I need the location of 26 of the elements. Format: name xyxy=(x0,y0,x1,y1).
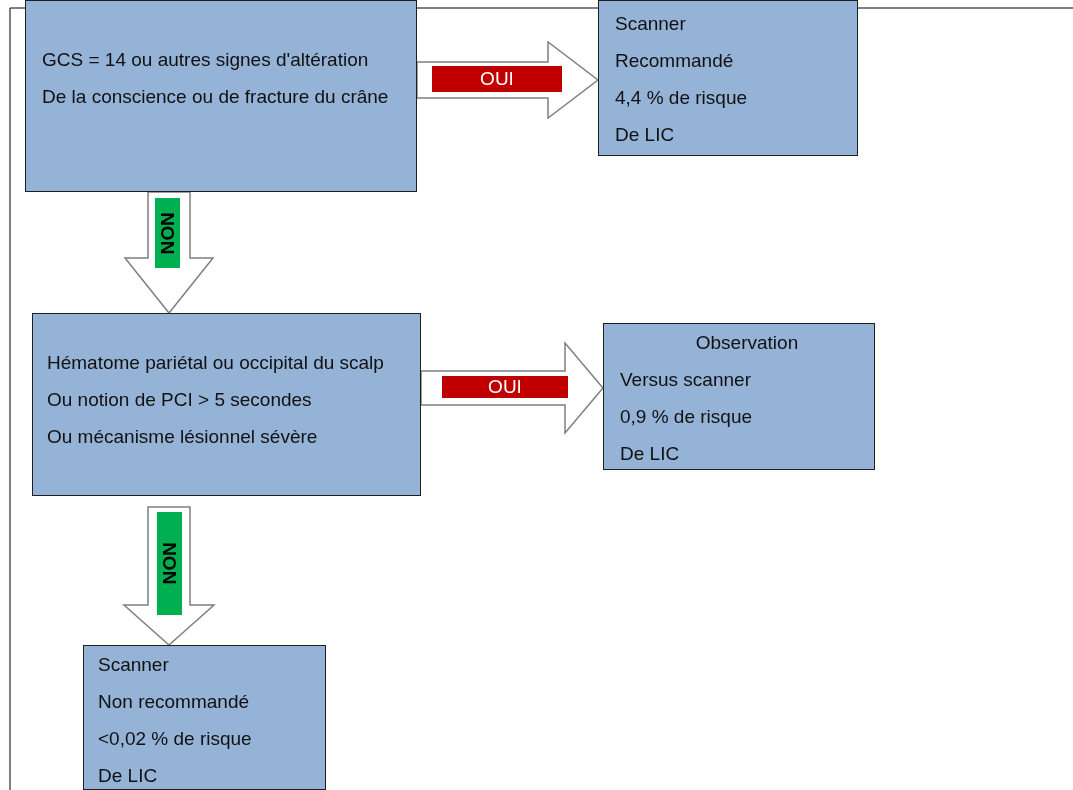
box-text: Versus scanner xyxy=(620,368,752,392)
box-text: Recommandé xyxy=(615,49,735,73)
box-text: 0,9 % de risque xyxy=(620,405,754,429)
box-text: Ou mécanisme lésionnel sévère xyxy=(47,425,319,449)
box-text: De LIC xyxy=(98,764,159,788)
process-box xyxy=(603,323,875,470)
box-text: Hématome pariétal ou occipital du scalp xyxy=(47,351,385,375)
box-text: De LIC xyxy=(615,123,676,147)
edge-label: OUI xyxy=(432,66,562,92)
box-text: Scanner xyxy=(615,12,687,36)
box-text: Ou notion de PCI > 5 secondes xyxy=(47,388,313,412)
box-text: Observation xyxy=(694,331,800,355)
process-box xyxy=(598,0,858,156)
box-text: <0,02 % de risque xyxy=(98,727,253,751)
process-box xyxy=(83,645,326,790)
box-text: Non recommandé xyxy=(98,690,251,714)
process-box xyxy=(25,0,417,192)
box-text: De LIC xyxy=(620,442,681,466)
box-text: De la conscience ou de fracture du crâne xyxy=(42,85,390,109)
edge-label: OUI xyxy=(442,376,568,398)
box-text: Scanner xyxy=(98,653,170,677)
edge-label: NON xyxy=(155,198,180,268)
process-box xyxy=(32,313,421,496)
box-text: GCS = 14 ou autres signes d'altération xyxy=(42,48,370,72)
edge-label: NON xyxy=(157,512,182,615)
box-text: 4,4 % de risque xyxy=(615,86,749,110)
